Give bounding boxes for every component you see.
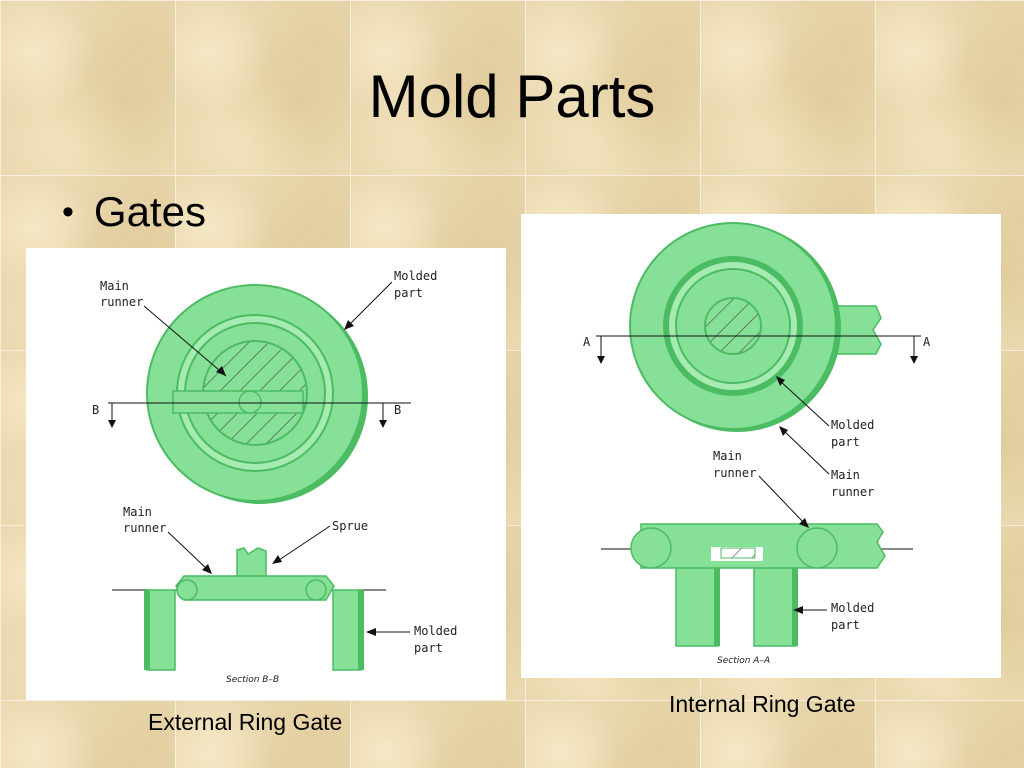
main-runner-leader: [782, 429, 830, 475]
main-runner-label-line1: Main: [100, 279, 129, 293]
section-a-left-label: A: [583, 335, 591, 349]
main-runner-section-leader: [167, 531, 209, 571]
main-runner-section-label-line1: Main: [713, 449, 742, 463]
sprue-label: Sprue: [332, 519, 368, 533]
molded-part-section-label-line2: part: [414, 641, 443, 655]
molded-part-label-line2: part: [831, 435, 860, 449]
main-runner-section-label-line2: runner: [123, 521, 166, 535]
internal-section-view: [601, 523, 913, 647]
internal-ring-gate-drawing: A A Molded part Main runner Main runner …: [583, 222, 931, 666]
molded-part-label-line2: part: [394, 286, 423, 300]
main-runner-section-label-line1: Main: [123, 505, 152, 519]
bullet-dot: •: [62, 192, 74, 231]
section-b-right-label: B: [394, 403, 401, 417]
external-ring-gate-diagram: B B Main runner Molded part Main runner …: [26, 248, 506, 700]
internal-ring-gate-caption: Internal Ring Gate: [669, 691, 856, 717]
molded-part-label-line1: Molded: [394, 269, 437, 283]
bullet-text: Gates: [93, 188, 206, 235]
internal-top-view: [596, 222, 921, 432]
external-ring-gate-caption: External Ring Gate: [148, 709, 343, 735]
slide-title: Mold Parts: [368, 63, 656, 130]
molded-part-leader: [347, 281, 393, 327]
main-runner-leader: [143, 305, 227, 377]
section-a-right-label: A: [923, 335, 931, 349]
section-b-left-label: B: [92, 403, 99, 417]
sprue-leader: [275, 525, 331, 563]
external-top-view: [108, 284, 411, 504]
molded-part-label-line1: Molded: [831, 418, 874, 432]
internal-ring-gate-diagram: A A Molded part Main runner Main runner …: [521, 214, 1001, 678]
external-section-view: [112, 547, 386, 671]
main-runner-label-line1: Main: [831, 468, 860, 482]
molded-part-section-label-line1: Molded: [831, 601, 874, 615]
main-runner-section-leader: [758, 475, 806, 525]
molded-part-leader: [778, 379, 830, 427]
main-runner-label-line2: runner: [100, 295, 143, 309]
main-runner-label-line2: runner: [831, 485, 874, 499]
molded-part-section-label-line1: Molded: [414, 624, 457, 638]
main-runner-section-label-line2: runner: [713, 466, 756, 480]
molded-part-section-label-line2: part: [831, 618, 860, 632]
bullet-item: • Gates: [62, 188, 206, 236]
section-a-a-title: Section A–A: [717, 656, 770, 666]
section-b-b-title: Section B–B: [226, 675, 279, 685]
external-ring-gate-drawing: B B Main runner Molded part Main runner …: [92, 269, 457, 685]
